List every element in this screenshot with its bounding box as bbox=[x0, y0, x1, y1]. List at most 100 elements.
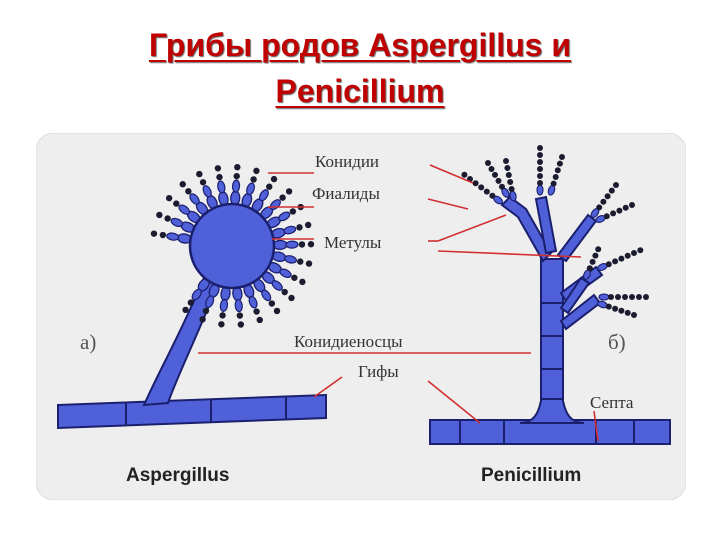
penicillium-conidium bbox=[616, 207, 623, 214]
penicillium-conidium bbox=[556, 160, 563, 167]
penicillium-conidium bbox=[603, 213, 610, 220]
penicillium-conidium bbox=[615, 294, 621, 300]
panel-label-b: б) bbox=[608, 330, 626, 354]
pointer-conidia-right bbox=[429, 164, 474, 184]
caption-aspergillus: Aspergillus bbox=[126, 465, 229, 486]
label-phialides: Фиалиды bbox=[312, 184, 380, 203]
penicillium-phialide bbox=[598, 293, 610, 301]
penicillium-conidium bbox=[537, 180, 543, 186]
penicillium-conidium bbox=[552, 173, 559, 180]
label-hyphae: Гифы bbox=[358, 362, 399, 381]
aspergillus-phialide bbox=[279, 268, 292, 278]
label-septa: Септа bbox=[590, 393, 634, 412]
penicillium-conidium bbox=[605, 261, 612, 268]
penicillium-conidium bbox=[472, 180, 479, 187]
aspergillus-conidium bbox=[270, 175, 278, 183]
aspergillus-conidium bbox=[253, 167, 260, 175]
penicillium-conidium bbox=[631, 312, 637, 318]
penicillium-conidium bbox=[589, 258, 596, 265]
fungi-diagram: Конидии Фиалиды Метулы Конидиеносцы Гифы… bbox=[36, 133, 686, 500]
aspergillus-conidium bbox=[299, 278, 306, 286]
aspergillus-conidium bbox=[250, 176, 257, 183]
aspergillus-conidium bbox=[233, 172, 240, 180]
penicillium-conidium bbox=[550, 180, 557, 187]
penicillium-conidium bbox=[612, 305, 619, 312]
aspergillus-conidium bbox=[298, 241, 306, 248]
aspergillus-conidium bbox=[202, 307, 210, 315]
penicillium-illustration bbox=[429, 145, 671, 445]
penicillium-conidium bbox=[610, 210, 617, 217]
aspergillus-phialide bbox=[189, 193, 200, 205]
aspergillus-conidium bbox=[196, 170, 203, 178]
aspergillus-conidium bbox=[268, 300, 276, 307]
aspergillus-conidium bbox=[256, 316, 263, 324]
aspergillus-illustration bbox=[57, 163, 327, 430]
pointer-phialides-right bbox=[427, 198, 469, 210]
aspergillus-conidium bbox=[291, 274, 298, 281]
aspergillus-conidium bbox=[297, 258, 304, 265]
aspergillus-phialide bbox=[219, 298, 229, 313]
pointer-lines bbox=[198, 164, 599, 442]
aspergillus-conidium bbox=[182, 306, 189, 314]
penicillium-conidium bbox=[537, 166, 543, 172]
penicillium-conidium bbox=[537, 152, 543, 158]
penicillium-conidium bbox=[537, 159, 543, 165]
penicillium-branch bbox=[559, 276, 591, 315]
aspergillus-conidium bbox=[179, 181, 186, 188]
label-conidia: Конидии bbox=[315, 152, 379, 171]
penicillium-conidium bbox=[461, 171, 468, 178]
caption-penicillium: Penicillium bbox=[481, 465, 581, 486]
aspergillus-phialide bbox=[258, 189, 269, 202]
aspergillus-phialide bbox=[261, 289, 272, 302]
aspergillus-conidium bbox=[150, 230, 158, 237]
penicillium-conidium bbox=[595, 246, 602, 253]
penicillium-conidium bbox=[554, 167, 561, 174]
slide-title: Грибы родов Aspergillus и Penicillium bbox=[0, 22, 720, 114]
penicillium-conidium bbox=[488, 165, 495, 172]
penicillium-conidium bbox=[613, 182, 619, 188]
panel-label-a: а) bbox=[80, 330, 96, 354]
penicillium-conidium bbox=[622, 294, 628, 300]
aspergillus-phialide bbox=[278, 211, 291, 222]
aspergillus-conidium bbox=[165, 194, 173, 202]
penicillium-conidium bbox=[586, 265, 593, 272]
aspergillus-conidium bbox=[236, 312, 244, 319]
aspergillus-conidium bbox=[214, 165, 222, 172]
penicillium-conidium bbox=[618, 307, 625, 314]
aspergillus-conidium bbox=[199, 316, 206, 323]
penicillium-conidium bbox=[478, 184, 485, 191]
aspergillus-conidium bbox=[216, 173, 223, 181]
penicillium-conidium bbox=[537, 145, 543, 151]
penicillium-conidium bbox=[608, 187, 615, 194]
aspergillus-conidium bbox=[159, 231, 167, 239]
penicillium-conidium bbox=[600, 198, 607, 205]
aspergillus-conidium bbox=[266, 183, 273, 190]
penicillium-conidium bbox=[483, 188, 490, 195]
aspergillus-phialide bbox=[166, 232, 180, 241]
penicillium-conidiophore bbox=[540, 258, 564, 400]
penicillium-conidium bbox=[485, 160, 491, 166]
pointer-septa bbox=[593, 410, 599, 442]
aspergillus-conidium bbox=[237, 321, 245, 328]
penicillium-conidium bbox=[495, 177, 502, 184]
penicillium-conidium bbox=[503, 158, 509, 164]
penicillium-conidium bbox=[508, 186, 515, 192]
penicillium-conidium bbox=[507, 179, 514, 185]
penicillium-conidium bbox=[605, 303, 612, 310]
aspergillus-conidium bbox=[285, 188, 293, 195]
aspergillus-conidium bbox=[218, 321, 225, 328]
aspergillus-conidium bbox=[305, 260, 313, 267]
penicillium-conidium bbox=[604, 193, 611, 200]
aspergillus-phialide bbox=[202, 185, 212, 198]
penicillium-conidium bbox=[596, 204, 603, 211]
aspergillus-conidium bbox=[234, 163, 241, 171]
aspergillus-phialide bbox=[178, 204, 191, 215]
pointer-metulae-arrow bbox=[437, 214, 507, 242]
penicillium-conidium bbox=[636, 294, 642, 300]
pointer-metulae-long bbox=[437, 250, 582, 258]
aspergillus-phialide bbox=[231, 179, 241, 193]
penicillium-conidium bbox=[505, 172, 512, 178]
aspergillus-conidium bbox=[281, 288, 288, 296]
aspergillus-conidium bbox=[288, 294, 295, 302]
penicillium-conidium bbox=[631, 250, 637, 256]
